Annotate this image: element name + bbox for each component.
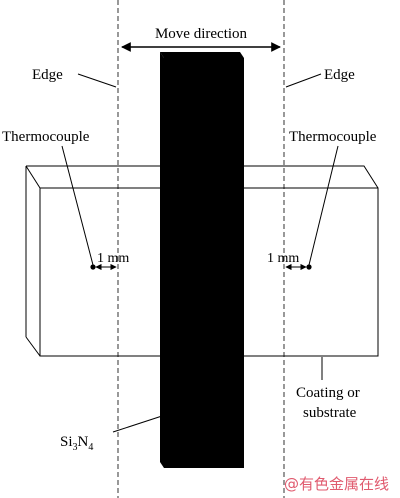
bar-side-face <box>160 52 164 468</box>
si3n4-leader <box>112 415 163 433</box>
distance-label-right: 1 mm <box>267 251 299 266</box>
thermocouple-point-right <box>306 264 312 270</box>
edge-label-right: Edge <box>324 67 355 83</box>
si3n4-sub2: 4 <box>88 442 93 453</box>
bar-front-face <box>164 58 244 468</box>
bar-top-face <box>160 52 244 58</box>
watermark: @有色金属在线 <box>284 475 389 493</box>
si3n4-base: Si <box>60 434 73 450</box>
thermocouple-label-right: Thermocouple <box>289 129 377 145</box>
block-back-face <box>26 165 379 189</box>
move-direction-label: Move direction <box>155 26 248 42</box>
thermocouple-leader-left <box>61 145 94 266</box>
block-bottom-left-edge <box>25 336 41 357</box>
edge-leader-left <box>77 73 117 88</box>
thermocouple-point-left <box>90 264 96 270</box>
thermocouple-leader-right <box>308 145 339 266</box>
edge-label-left: Edge <box>32 67 63 83</box>
si3n4-label: Si3N4 <box>60 434 93 453</box>
si3n4-mid: N <box>78 434 89 450</box>
si3n4-sub1: 3 <box>73 442 78 453</box>
distance-label-left: 1 mm <box>97 251 129 266</box>
si3n4-bar <box>160 52 244 468</box>
thermocouple-label-left: Thermocouple <box>2 129 90 145</box>
coating-label-line1: Coating or <box>296 385 360 401</box>
coating-label-line2: substrate <box>303 405 357 421</box>
block-top-left-edge <box>25 165 41 189</box>
edge-leader-right <box>285 73 322 88</box>
